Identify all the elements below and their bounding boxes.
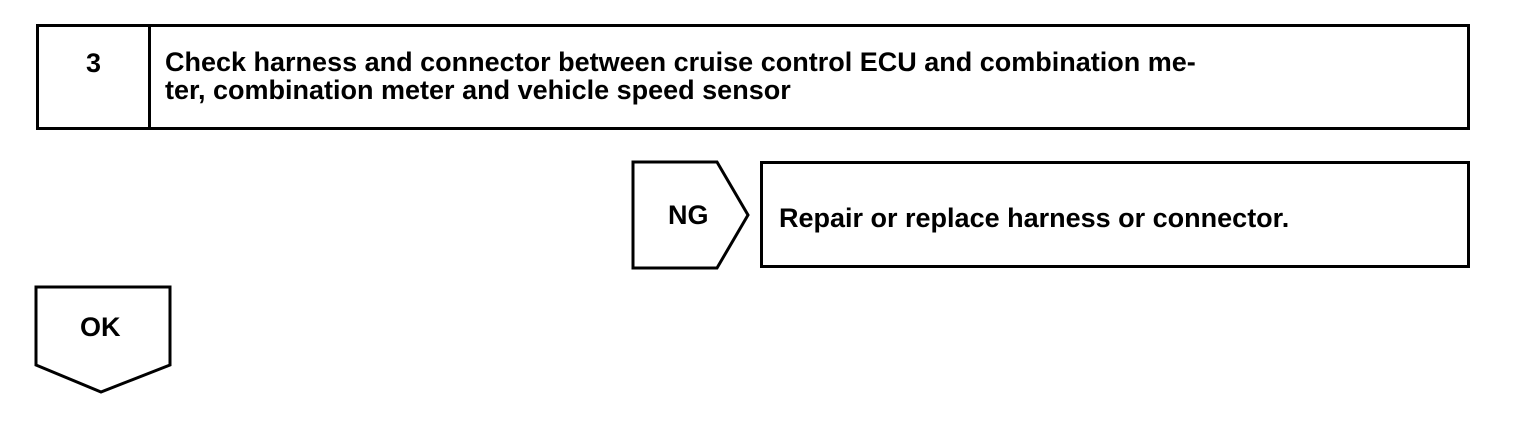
step-title: Check harness and connector between crui… bbox=[151, 27, 1467, 127]
step-title-line-1: Check harness and connector between crui… bbox=[165, 47, 1196, 77]
ng-label: NG bbox=[668, 200, 709, 230]
ng-arrow-shape bbox=[631, 160, 750, 270]
step-number: 3 bbox=[39, 27, 151, 127]
ok-label: OK bbox=[80, 312, 121, 342]
step-title-line-2: ter, combination meter and vehicle speed… bbox=[165, 75, 791, 105]
ng-result-box: Repair or replace harness or connector. bbox=[760, 161, 1470, 268]
ok-arrow-shape bbox=[34, 285, 172, 394]
step-box: 3 Check harness and connector between cr… bbox=[36, 24, 1470, 130]
